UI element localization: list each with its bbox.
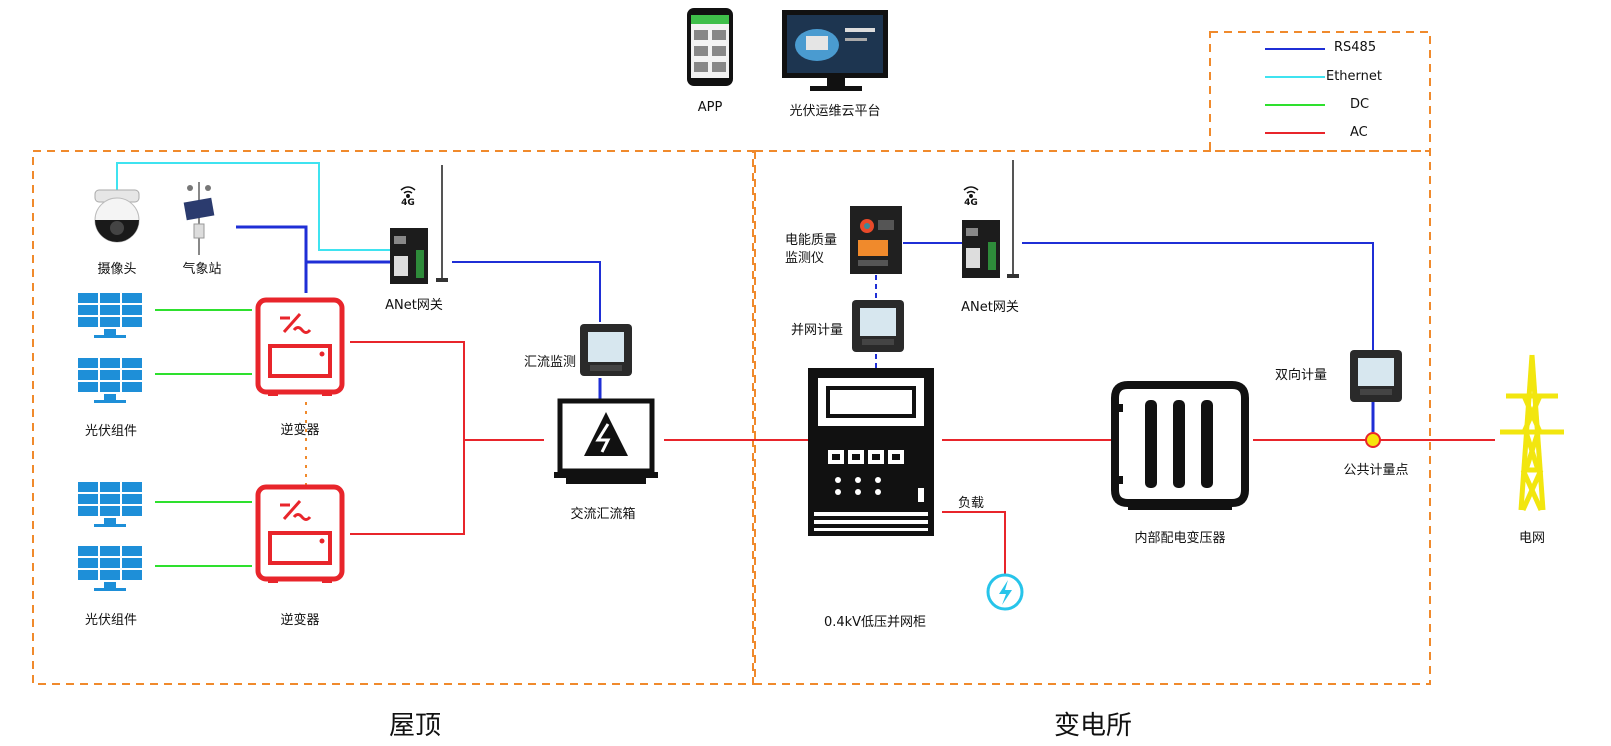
pcc-label: 公共计量点 bbox=[1343, 463, 1409, 478]
pq-monitor-label-line2: 监测仪 bbox=[785, 251, 825, 266]
legend-label-ac: AC bbox=[1350, 125, 1368, 140]
rooftop-gateway-label: ANet网关 bbox=[385, 298, 443, 313]
signal-4g-icon-substation bbox=[963, 186, 979, 198]
pv-label-2: 光伏组件 bbox=[84, 613, 138, 628]
inverter-2-icon bbox=[258, 487, 342, 583]
ac-inverter1-line bbox=[350, 341, 465, 535]
legend-label-rs485: RS485 bbox=[1334, 40, 1377, 55]
ethernet-line bbox=[116, 162, 392, 251]
load-label: 负载 bbox=[958, 496, 985, 511]
app-label: APP bbox=[697, 100, 723, 115]
load-icon bbox=[986, 573, 1024, 611]
substation-region-border bbox=[754, 150, 1431, 685]
ac-combiner-label: 交流汇流箱 bbox=[570, 507, 636, 522]
weather-station-label: 气象站 bbox=[182, 262, 222, 277]
rs485-weather-line bbox=[236, 225, 308, 293]
pv-panel-4-icon bbox=[78, 546, 142, 591]
rooftop-region-border bbox=[32, 150, 754, 685]
internal-transformer-icon bbox=[1111, 381, 1249, 510]
pv-panel-1-icon bbox=[78, 293, 142, 338]
substation-4g-label: 4G bbox=[964, 198, 978, 208]
signal-4g-icon-rooftop bbox=[400, 186, 416, 198]
ac-combiner-box-icon bbox=[554, 398, 658, 484]
cabinet-label: 0.4kV低压并网柜 bbox=[823, 615, 927, 630]
power-quality-monitor-icon bbox=[850, 206, 902, 274]
combiner-monitor-meter-icon bbox=[580, 324, 632, 376]
ac-load-line bbox=[942, 511, 1006, 574]
rooftop-section-title: 屋顶 bbox=[388, 711, 442, 741]
grid-connection-meter-icon bbox=[852, 300, 904, 352]
rooftop-4g-label: 4G bbox=[401, 198, 415, 208]
low-voltage-cabinet-icon bbox=[808, 368, 934, 536]
pv-label-1: 光伏组件 bbox=[84, 424, 138, 439]
rooftop-anet-gateway-icon bbox=[390, 165, 448, 284]
bidirectional-meter-label: 双向计量 bbox=[1275, 368, 1328, 383]
inverter-1-icon bbox=[258, 300, 342, 396]
cloud-platform-monitor-icon bbox=[782, 10, 888, 91]
substation-section-title: 变电所 bbox=[1053, 711, 1133, 741]
camera-label: 摄像头 bbox=[97, 262, 137, 277]
pq-monitor-label-line1: 电能质量 bbox=[785, 233, 838, 248]
rs485-gateway-meter-line bbox=[1022, 242, 1374, 350]
legend-label-dc: DC bbox=[1350, 97, 1370, 112]
transformer-label: 内部配电变压器 bbox=[1134, 531, 1226, 546]
pv-panel-3-icon bbox=[78, 482, 142, 527]
grid-meter-label: 并网计量 bbox=[791, 323, 844, 338]
cloud-platform-label: 光伏运维云平台 bbox=[789, 104, 881, 119]
bidirectional-meter-icon bbox=[1350, 350, 1402, 402]
inverter-label-1: 逆变器 bbox=[280, 423, 320, 438]
substation-anet-gateway-icon bbox=[962, 160, 1019, 278]
power-tower-icon bbox=[1500, 354, 1564, 512]
app-phone-icon bbox=[687, 8, 733, 86]
rs485-gateway-combiner-line bbox=[452, 261, 601, 322]
inverter-label-2: 逆变器 bbox=[280, 613, 320, 628]
legend-label-ethernet: Ethernet bbox=[1326, 69, 1382, 84]
combiner-monitor-label: 汇流监测 bbox=[524, 355, 577, 370]
pv-panel-2-icon bbox=[78, 358, 142, 403]
legend-border bbox=[1209, 31, 1431, 152]
grid-label: 电网 bbox=[1518, 531, 1546, 546]
camera-icon bbox=[94, 189, 140, 243]
pcc-point-icon bbox=[1365, 432, 1381, 448]
weather-station-icon bbox=[183, 182, 215, 255]
substation-gateway-label: ANet网关 bbox=[961, 300, 1019, 315]
